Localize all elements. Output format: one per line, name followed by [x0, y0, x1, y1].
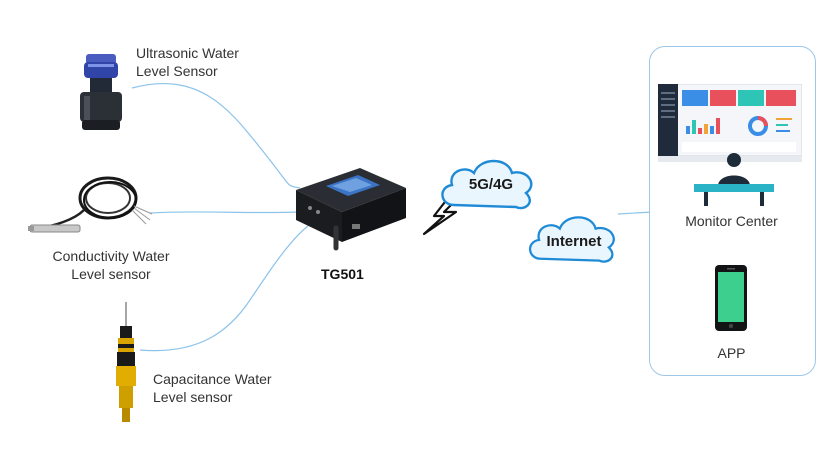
smartphone-icon: [715, 265, 747, 331]
internet-cloud-icon: [528, 216, 615, 263]
link-conductivity-gateway: [149, 211, 299, 214]
conductivity-label-line2: Level sensor: [71, 266, 151, 282]
cellular-cloud-icon: [441, 159, 533, 210]
capacitance-sensor-icon: [116, 302, 136, 422]
link-ultrasonic-gateway: [131, 83, 301, 189]
link-internet-monitor: [617, 211, 653, 215]
cellular-label: 5G/4G: [468, 176, 514, 193]
monitor-dashboard-icon: [658, 84, 802, 162]
link-capacitance-gateway: [139, 225, 309, 352]
monitor-center-label: Monitor Center: [685, 213, 778, 229]
ultrasonic-label-line2: Level Sensor: [136, 63, 218, 79]
ultrasonic-label-line1: Ultrasonic Water: [136, 45, 239, 61]
conductivity-label-line1: Conductivity Water: [52, 248, 170, 264]
capacitance-label: Capacitance Water Level sensor: [153, 370, 272, 406]
conductivity-label: Conductivity Water Level sensor: [36, 247, 186, 283]
internet-label: Internet: [546, 233, 602, 250]
app-label: APP: [717, 345, 746, 361]
gateway-label: TG501: [321, 266, 364, 282]
capacitance-label-line2: Level sensor: [153, 389, 233, 405]
conductivity-sensor-icon: [28, 176, 153, 233]
gateway-device-icon: [296, 168, 406, 251]
ultrasonic-label: Ultrasonic Water Level Sensor: [136, 44, 239, 80]
operator-icon: [694, 153, 774, 206]
capacitance-label-line1: Capacitance Water: [153, 371, 272, 387]
ultrasonic-sensor-icon: [80, 54, 122, 130]
